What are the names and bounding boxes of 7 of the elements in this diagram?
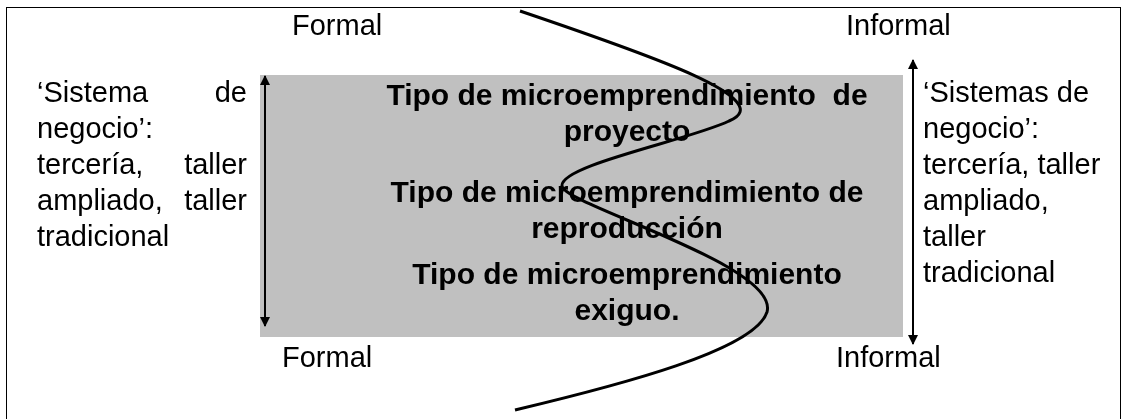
- note-text: ‘Sistemas de negocio’: tercería, taller ampliado, taller tradicional: [923, 75, 1102, 290]
- axis-label: Informal: [846, 8, 951, 43]
- axis-label: Informal: [836, 340, 941, 375]
- category-band: [260, 75, 903, 337]
- note-text: ‘Sistema de negocio’: tercería, taller ampliado, taller tradicional: [37, 75, 247, 254]
- axis-label: Formal: [292, 8, 383, 43]
- axis-label: Formal: [282, 340, 373, 375]
